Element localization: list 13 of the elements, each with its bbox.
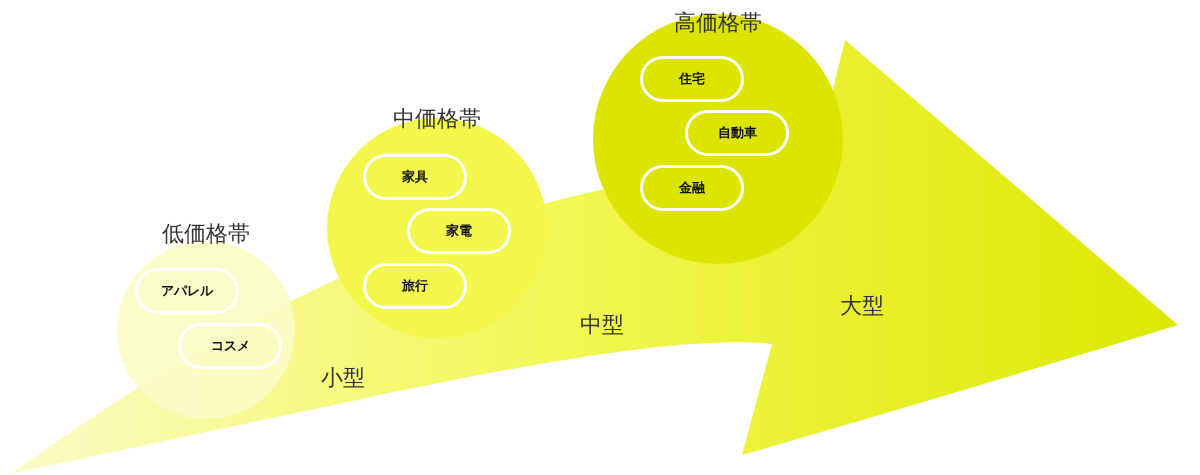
category-tag: 旅行 bbox=[363, 263, 467, 309]
size-label: 大型 bbox=[840, 293, 884, 319]
category-tag: コスメ bbox=[178, 323, 282, 369]
size-label: 小型 bbox=[321, 365, 365, 391]
category-tag: アパレル bbox=[135, 268, 239, 314]
size-label: 中型 bbox=[580, 312, 624, 338]
category-tag: 住宅 bbox=[640, 56, 744, 102]
tier-heading: 高価格帯 bbox=[674, 10, 762, 36]
category-tag: 金融 bbox=[640, 165, 744, 211]
category-tag: 自動車 bbox=[685, 110, 789, 156]
category-tag: 家電 bbox=[407, 208, 511, 254]
category-tag: 家具 bbox=[363, 154, 467, 200]
tier-heading: 低価格帯 bbox=[162, 221, 250, 247]
